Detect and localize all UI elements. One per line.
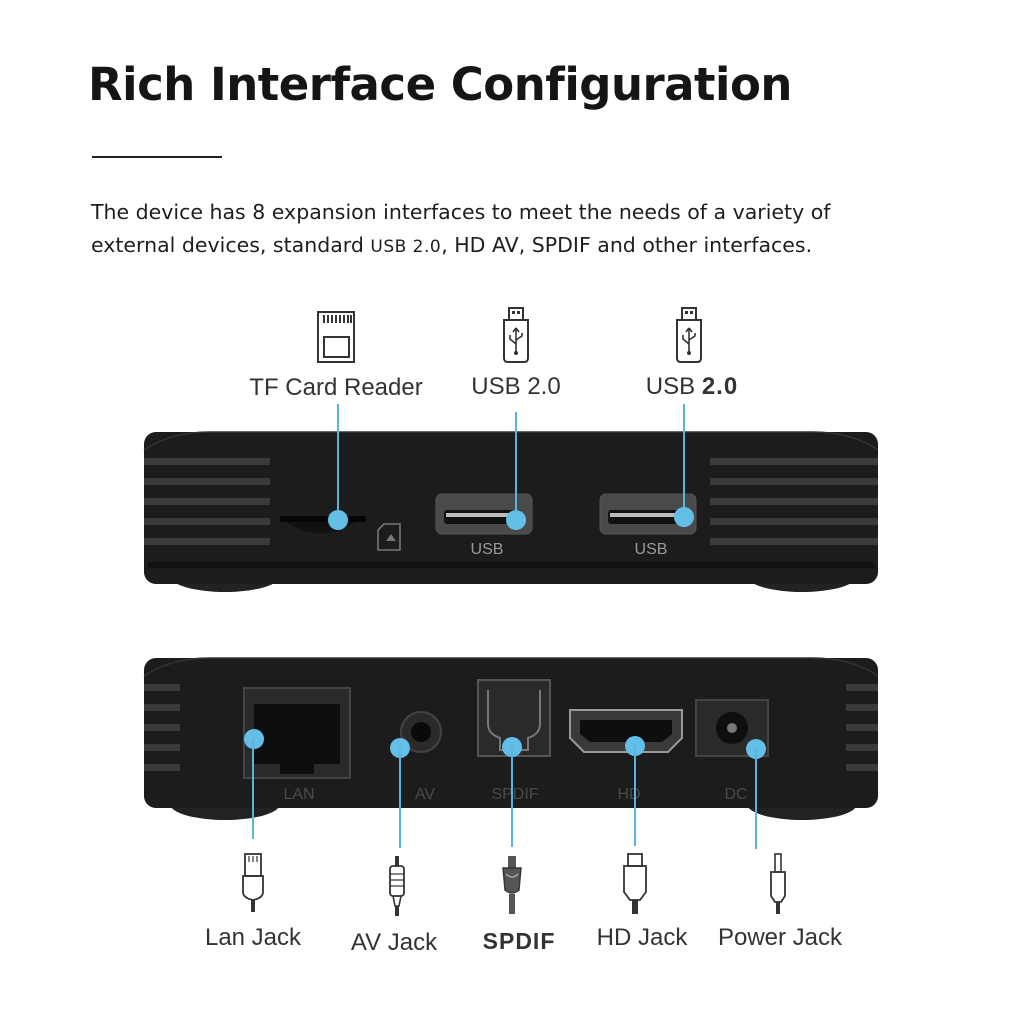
sd-card-icon: [317, 311, 355, 363]
tf-card-reader-label: TF Card Reader: [249, 374, 423, 401]
title-divider: [92, 156, 222, 158]
sd-logo-icon: [377, 523, 401, 551]
rj45-plug-icon: [242, 853, 264, 912]
page-title: Rich Interface Configuration: [88, 58, 792, 111]
description-usb-version: USB 2.0: [370, 237, 442, 257]
av-jack-label: AV Jack: [350, 929, 438, 956]
lan-callout-line: [252, 739, 254, 839]
hd-jack-label: HD Jack: [596, 924, 688, 951]
usb1-callout-dot: [506, 510, 526, 530]
description: The device has 8 expansion interfaces to…: [91, 196, 971, 264]
tf-card-callout-line: [337, 404, 339, 520]
usb2-callout-line: [683, 404, 685, 517]
usb-label-2-version: 2.0: [701, 373, 739, 400]
hdmi-plug-icon: [623, 853, 647, 914]
device-rear-panel: [143, 657, 879, 820]
usb2-callout-dot: [674, 507, 694, 527]
dc-port-label: DC: [724, 786, 748, 803]
usb-port-label-1: USB: [470, 541, 504, 558]
device-front-panel: [143, 431, 879, 592]
tf-card-callout-dot: [328, 510, 348, 530]
av-port-label: AV: [414, 786, 436, 803]
usb-label-2-prefix: USB: [645, 373, 702, 400]
av-callout-line: [399, 748, 401, 848]
lan-callout-dot: [244, 729, 264, 749]
lan-port-label: LAN: [283, 786, 315, 803]
usb-label-2: USB 2.0: [646, 373, 738, 401]
hd-port-label: HD: [617, 786, 641, 803]
usb1-callout-line: [515, 412, 517, 520]
hd-callout-line: [634, 746, 636, 846]
spdif-callout-line: [511, 747, 513, 847]
power-jack-label: Power Jack: [717, 924, 843, 951]
description-line-2: external devices, standard USB 2.0, HD A…: [91, 229, 971, 264]
usb-port-label-2: USB: [634, 541, 668, 558]
usb-label-1: USB 2.0: [471, 373, 561, 400]
dc-callout-line: [755, 749, 757, 849]
optical-plug-icon: [502, 856, 522, 914]
description-text-a: external devices, standard: [91, 233, 371, 257]
rca-plug-icon: [389, 856, 405, 916]
spdif-label: SPDIF: [482, 928, 556, 954]
lan-jack-label: Lan Jack: [204, 924, 302, 951]
description-text-b: , HD AV, SPDIF and other interfaces.: [441, 233, 813, 257]
spdif-port-label: SPDIF: [491, 786, 539, 803]
usb-stick-icon: [503, 307, 529, 363]
dc-plug-icon: [770, 853, 786, 914]
description-line-1: The device has 8 expansion interfaces to…: [91, 200, 831, 224]
usb-stick-icon: [676, 307, 702, 363]
